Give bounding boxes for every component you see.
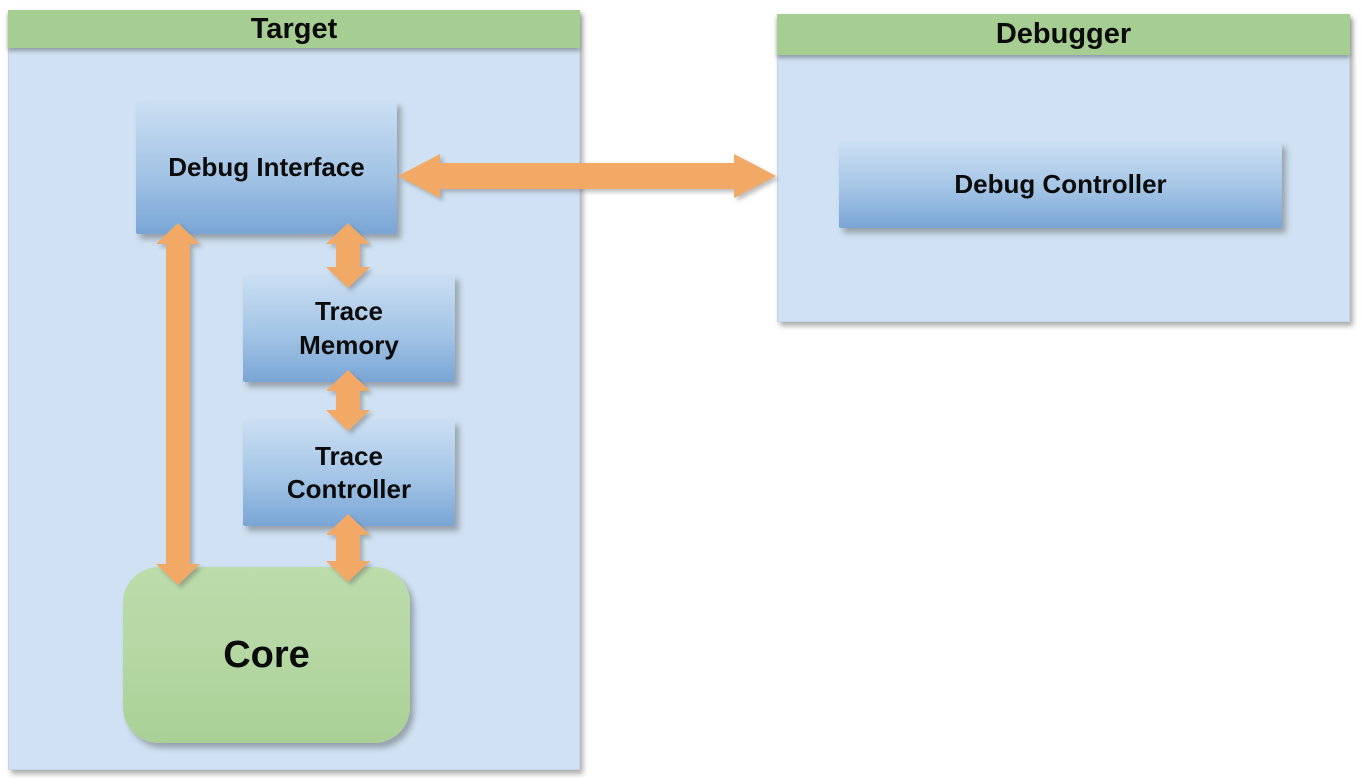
core-label: Core (223, 633, 310, 676)
debug-controller-label: Debug Controller (954, 169, 1167, 200)
arrow-up-head-icon (156, 223, 200, 244)
debug-controller-block: Debug Controller (839, 142, 1282, 228)
bidirectional-arrow-trace-memory-trace-controller (326, 370, 370, 431)
debugger-title: Debugger (995, 18, 1132, 50)
bidirectional-arrow-debug-interface-debug-controller (398, 154, 776, 198)
trace-memory-label: Trace Memory (299, 296, 399, 360)
target-header: Target (8, 10, 580, 48)
arrow-down-head-icon (326, 410, 370, 431)
bidirectional-arrow-debug-interface-trace-memory (326, 223, 370, 288)
target-title: Target (250, 12, 338, 45)
debugger-header: Debugger (777, 14, 1350, 55)
arrow-down-head-icon (326, 267, 370, 288)
bidirectional-arrow-trace-controller-core (326, 514, 370, 582)
arrow-up-head-icon (326, 223, 370, 244)
debug-interface-label: Debug Interface (168, 151, 365, 182)
arrow-up-head-icon (326, 514, 370, 535)
arrow-shaft (166, 242, 190, 566)
trace-controller-block: Trace Controller (243, 420, 455, 526)
arrow-shaft (436, 163, 738, 189)
arrow-down-head-icon (156, 564, 200, 585)
bidirectional-arrow-debug-interface-core (156, 223, 200, 585)
arrow-shaft (336, 242, 360, 269)
core-block: Core (123, 567, 410, 743)
arrow-shaft (336, 389, 360, 412)
trace-memory-block: Trace Memory (243, 275, 455, 382)
arrow-shaft (336, 533, 360, 563)
arrow-left-head-icon (398, 154, 440, 198)
debug-interface-block: Debug Interface (136, 101, 397, 234)
trace-controller-label: Trace Controller (286, 440, 412, 504)
arrow-right-head-icon (734, 154, 776, 198)
arrow-up-head-icon (326, 370, 370, 391)
arrow-down-head-icon (326, 561, 370, 582)
